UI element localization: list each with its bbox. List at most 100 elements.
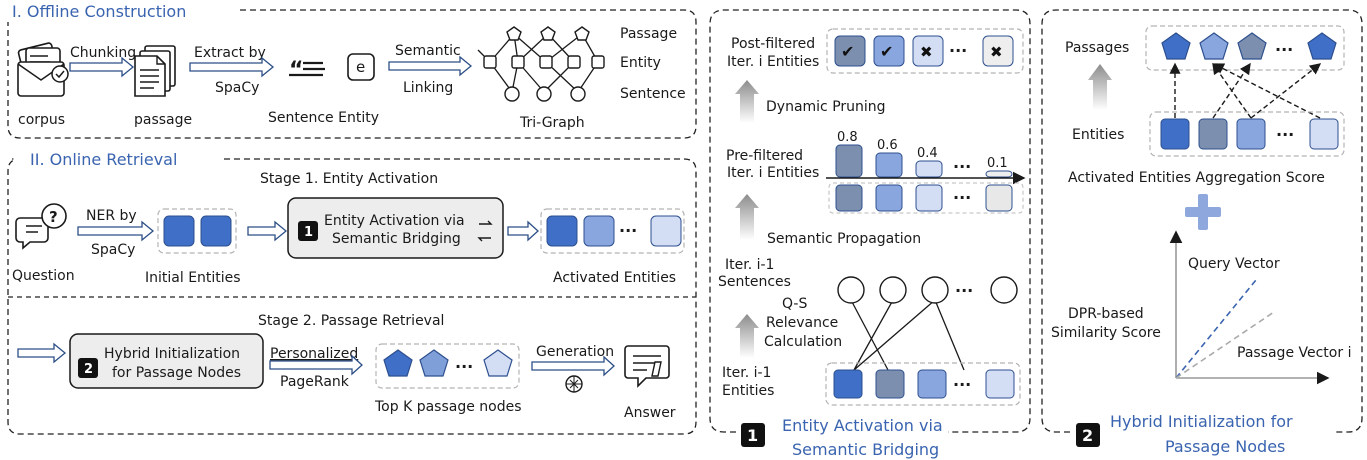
qs-label-1: Q-S: [782, 296, 807, 312]
ellipsis: ···: [955, 281, 973, 300]
tri-graph: [477, 26, 605, 102]
score-label: 0.1: [987, 156, 1008, 171]
extract-label-1: Extract by: [194, 45, 266, 61]
extract-arrow: [189, 56, 275, 78]
personalized-label: Personalized: [270, 346, 358, 362]
score-bar: [875, 152, 903, 178]
prev-entity-3: [917, 369, 947, 399]
score-bar: [915, 160, 943, 178]
layer-sentence-label: Sentence: [620, 86, 686, 102]
score-bars: 0.80.60.40.1: [835, 130, 1013, 178]
activated-entity-2: [583, 215, 615, 247]
activated-ellipsis: ···: [619, 221, 637, 240]
ellipsis: ···: [949, 41, 967, 60]
online-title: II. Online Retrieval: [30, 150, 177, 169]
answer-label: Answer: [624, 405, 676, 421]
entity-activation-panel: Post-filtered Iter. i Entities ✔ ✔ ✖ ···…: [709, 9, 1031, 459]
iter-sent-label-2: Sentences: [718, 274, 791, 290]
iter-sent-label-1: Iter. i-1: [725, 257, 774, 273]
aggregation-links: [1169, 62, 1322, 119]
generation-label: Generation: [536, 344, 614, 360]
ellipsis: ···: [953, 157, 971, 176]
step2-number: 2: [84, 362, 93, 377]
hybrid-init-box: 2 Hybrid Initialization for Passage Node…: [69, 333, 264, 389]
pagerank-label: PageRank: [280, 374, 350, 390]
pagerank-arrow: [269, 354, 363, 376]
question-label: Question: [12, 268, 75, 284]
to-step2-arrow: [17, 342, 67, 364]
sentence-icon: “: [289, 58, 325, 83]
caption1-line2: Semantic Bridging: [792, 440, 939, 459]
topk-label: Top K passage nodes: [374, 399, 522, 415]
entities-label: Entities: [1072, 127, 1124, 143]
passages-label: Passages: [1065, 40, 1129, 56]
post-filtered-entities: ✔ ✔ ✖ ··· ✖: [834, 35, 1014, 67]
iter-ent-label-1: Iter. i-1: [722, 365, 771, 381]
initial-entity-2: [200, 215, 232, 247]
sentence-entity-label: Sentence Entity: [268, 110, 379, 126]
ner-label-1: NER by: [86, 208, 137, 224]
entity-icon: e: [347, 53, 375, 81]
qs-label-2: Relevance: [766, 315, 838, 331]
sentence-node: [990, 276, 1018, 304]
plus-icon: [1185, 194, 1221, 230]
offline-construction-section: I. Offline Construction corpus Chunking …: [6, 0, 697, 139]
step1-number: 1: [304, 225, 313, 240]
extract-label-2: SpaCy: [215, 80, 259, 96]
passage-node-3: [1237, 32, 1267, 60]
caption2-line2: Passage Nodes: [1165, 437, 1285, 456]
to-step1-arrow: [247, 220, 288, 242]
step2-line1: Hybrid Initialization: [104, 346, 240, 362]
up-arrow: [735, 314, 759, 358]
aggregation-label: Activated Entities Aggregation Score: [1068, 170, 1325, 186]
iter-ent-label-2: Entities: [722, 383, 774, 399]
pre-filtered-label-1: Pre-filtered: [726, 148, 803, 164]
topk-passage-n: [483, 349, 513, 377]
topk-passage-1: [383, 349, 413, 377]
svg-text:?: ?: [49, 208, 58, 226]
prev-entity-2: [875, 369, 905, 399]
ellipsis: ···: [953, 375, 971, 394]
trigraph-label: Tri-Graph: [519, 115, 585, 131]
step1-line1: Entity Activation via: [324, 213, 465, 229]
initial-entities-label: Initial Entities: [145, 270, 241, 286]
offline-title: I. Offline Construction: [12, 2, 186, 21]
entity-glyph: e: [356, 58, 365, 76]
online-retrieval-section: II. Online Retrieval Stage 1. Entity Act…: [7, 148, 697, 435]
topk-passage-2: [419, 349, 449, 377]
sentence-node: [921, 276, 949, 304]
pre-entity-3: [915, 184, 943, 212]
entity-activation-box: 1 Entity Activation via Semantic Bridgin…: [287, 197, 504, 259]
dpr-label-2: Similarity Score: [1051, 325, 1161, 341]
sentence-node: [837, 276, 865, 304]
generation-arrow: [531, 355, 615, 377]
pre-entity-1: [835, 184, 863, 212]
passage-node-n: [1307, 32, 1337, 60]
post-filtered-label-2: Iter. i Entities: [727, 54, 819, 70]
ner-label-2: SpaCy: [91, 242, 135, 258]
query-vector-line: [1175, 279, 1257, 379]
caption1-line1: Entity Activation via: [782, 416, 943, 435]
layer-passage-label: Passage: [620, 26, 677, 42]
entity-node-3: [1236, 118, 1266, 150]
up-arrow: [1088, 64, 1112, 110]
activated-entities-label: Activated Entities: [553, 270, 676, 286]
caption2-number: 2: [1082, 426, 1093, 445]
prev-entity-n: [985, 369, 1015, 399]
topk-ellipsis: ···: [455, 357, 473, 376]
post-filtered-label-1: Post-filtered: [731, 36, 815, 52]
query-vector-label: Query Vector: [1188, 256, 1280, 272]
score-label: 0.8: [837, 130, 858, 145]
passage-label: passage: [134, 112, 192, 128]
pre-entity-n: [985, 184, 1013, 212]
pre-filtered-label-2: Iter. i Entities: [727, 165, 819, 181]
score-label: 0.4: [917, 146, 938, 161]
chunking-arrow: [69, 56, 135, 78]
linking-arrow: [388, 55, 473, 77]
to-activated-arrow: [507, 220, 539, 242]
passage-node-1: [1161, 32, 1191, 60]
passage-node-2: [1199, 32, 1229, 60]
entity-node-2: [1198, 118, 1228, 150]
caption1-number: 1: [747, 426, 758, 445]
answer-icon: [624, 345, 670, 388]
